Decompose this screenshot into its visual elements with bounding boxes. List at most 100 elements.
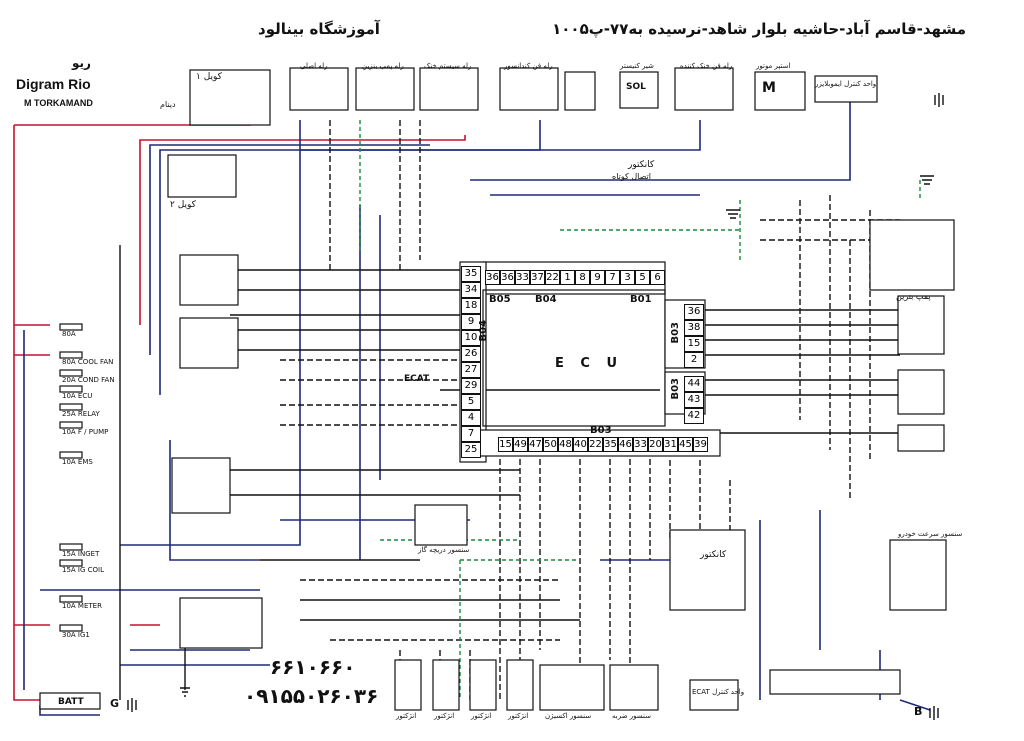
phone-2: ۰۹۱۵۵۰۲۶۰۳۶ <box>244 684 379 708</box>
relay-fan-label: رله سیستم خنک <box>424 62 472 70</box>
ecu-pin: 15 <box>684 336 704 352</box>
ecu-b03-right-a: B03 <box>670 322 681 344</box>
ecu-pin: 7 <box>605 270 620 285</box>
ecu-pin: 31 <box>663 437 678 452</box>
ecu-b01: B01 <box>630 294 652 305</box>
canister-label: شیر کنیستر <box>620 62 654 70</box>
coil-2-label: کویل ۲ <box>170 200 196 210</box>
sol-label: SOL <box>626 82 646 92</box>
green-wires <box>359 120 921 700</box>
ecu-pin: 34 <box>461 282 481 298</box>
ecu-pin: 36 <box>684 304 704 320</box>
ecu-pin: 15 <box>498 437 513 452</box>
brand-author: M TORKAMAND <box>24 98 93 108</box>
ecu-pin: 7 <box>461 426 481 442</box>
ecat-unit-label: واحد کنترل ECAT <box>692 688 745 696</box>
ecu-pin: 25 <box>461 442 481 458</box>
ecu-b04-left: B04 <box>478 320 489 342</box>
ecu-pin: 6 <box>650 270 665 285</box>
ecu-pin: 1 <box>560 270 575 285</box>
ecu-pin: 22 <box>588 437 603 452</box>
ecu-pin: 9 <box>461 314 481 330</box>
ground-g-label: G <box>110 697 120 710</box>
header-school: آموزشگاه بینالود <box>258 20 380 38</box>
dashed-wires <box>280 120 900 700</box>
connector-label: کانکتور <box>628 160 655 170</box>
ground-b-label: B <box>914 705 923 718</box>
coil-1-label: کویل ۱ <box>196 72 222 82</box>
ecu-pin: 39 <box>693 437 708 452</box>
ecu-pin: 35 <box>461 266 481 282</box>
injector-2-label: انژکتور <box>434 712 455 720</box>
fuse-label: 10A EMS <box>62 458 93 466</box>
battery-label: BATT <box>58 697 84 707</box>
bottom-components <box>394 504 901 711</box>
speed-sensor-label: سنسور سرعت خودرو <box>898 530 963 538</box>
fuse-label: 15A IG COIL <box>62 566 104 574</box>
top-relays <box>289 67 878 111</box>
fuse-label: 25A RELAY <box>62 410 100 418</box>
ecu-pin: 8 <box>575 270 590 285</box>
connector-sub-label: اتصال کوتاه <box>612 172 651 181</box>
brand-logo: ریو <box>72 56 91 70</box>
ecu-pin: 40 <box>573 437 588 452</box>
fuse-label: 30A IG1 <box>62 631 90 639</box>
left-components <box>39 69 271 710</box>
fuse-label: 80A COOL FAN <box>62 358 114 366</box>
ecu-pin: 36 <box>485 270 500 285</box>
ecu-pin: 49 <box>513 437 528 452</box>
phone-1: ۶۶۱۰۶۶۰ <box>270 655 356 679</box>
relay-pump-label: رله پمپ بنزین <box>362 62 404 70</box>
ecu-b04-top: B04 <box>535 294 557 305</box>
ecu-pin: 50 <box>543 437 558 452</box>
fuse-label: 10A ECU <box>62 392 93 400</box>
injector-4-label: انژکتور <box>508 712 529 720</box>
ecu-pin: 29 <box>461 378 481 394</box>
ecu-pin: 42 <box>684 408 704 424</box>
ecu-pin: 2 <box>684 352 704 368</box>
ecu-b05: B05 <box>489 294 511 305</box>
ecu-pin: 43 <box>684 392 704 408</box>
ecu-pin: 5 <box>461 394 481 410</box>
ecu-pin: 36 <box>500 270 515 285</box>
ecu-pin: 22 <box>545 270 560 285</box>
fuse-label: 15A INGET <box>62 550 100 558</box>
fuse-shapes <box>59 323 83 632</box>
starter-label: دینام <box>160 100 176 109</box>
right-components <box>869 219 955 611</box>
ecu-pin: 46 <box>618 437 633 452</box>
ecu-label: E C U <box>555 356 624 371</box>
o2-label: سنسور اکسیژن <box>545 712 592 720</box>
ecu-pin: 4 <box>461 410 481 426</box>
ecu-pin: 26 <box>461 346 481 362</box>
immobilizer-label: واحد کنترل ایموبلایزر <box>815 80 877 88</box>
ecu-pin: 48 <box>558 437 573 452</box>
knock-label: سنسور ضربه <box>612 712 651 720</box>
ecu-pin: 35 <box>603 437 618 452</box>
injector-1-label: انژکتور <box>396 712 417 720</box>
ecu-pin: 27 <box>461 362 481 378</box>
fuse-label: 10A F / PUMP <box>62 428 109 436</box>
fuse-label: 80A <box>62 330 76 338</box>
ecu-pin: 44 <box>684 376 704 392</box>
fuel-pump-label: پمپ بنزین <box>896 292 931 301</box>
header-address: مشهد-قاسم آباد-حاشیه بلوار شاهد-نرسیده ب… <box>552 20 966 38</box>
fuse-label: 20A COND FAN <box>62 376 115 384</box>
ecu-pin: 38 <box>684 320 704 336</box>
ecu-pin: 9 <box>590 270 605 285</box>
idle-label: استپر موتور <box>756 62 791 70</box>
main-relay-label: رله اصلی <box>300 62 328 70</box>
ecu-pin: 18 <box>461 298 481 314</box>
connector-2-label: کانکتور <box>700 550 727 560</box>
relay-cond-label: رله فن خنک کننده <box>680 62 733 70</box>
ecu-pin: 45 <box>678 437 693 452</box>
ecu-pin: 3 <box>620 270 635 285</box>
ecu-pin: 33 <box>515 270 530 285</box>
